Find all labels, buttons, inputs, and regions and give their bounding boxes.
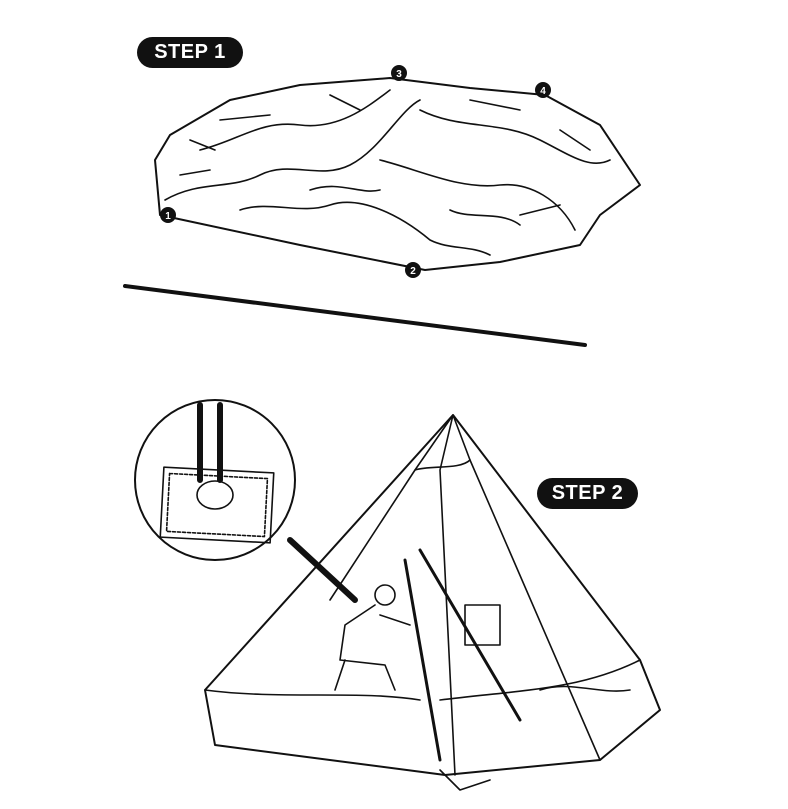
marker-2: 2 [405, 262, 421, 278]
step-2-label: STEP 2 [537, 478, 638, 509]
svg-text:1: 1 [165, 211, 171, 222]
svg-text:4: 4 [540, 86, 546, 97]
stake-detail-inset [134, 399, 358, 603]
pole [123, 284, 587, 347]
step-1-label: STEP 1 [137, 37, 243, 68]
marker-3: 3 [391, 65, 407, 81]
flat-tent-illustration [154, 77, 641, 271]
marker-1: 1 [160, 207, 176, 223]
svg-text:3: 3 [396, 69, 402, 80]
svg-text:2: 2 [410, 266, 416, 277]
marker-4: 4 [535, 82, 551, 98]
teepee-tent-illustration [204, 414, 661, 791]
